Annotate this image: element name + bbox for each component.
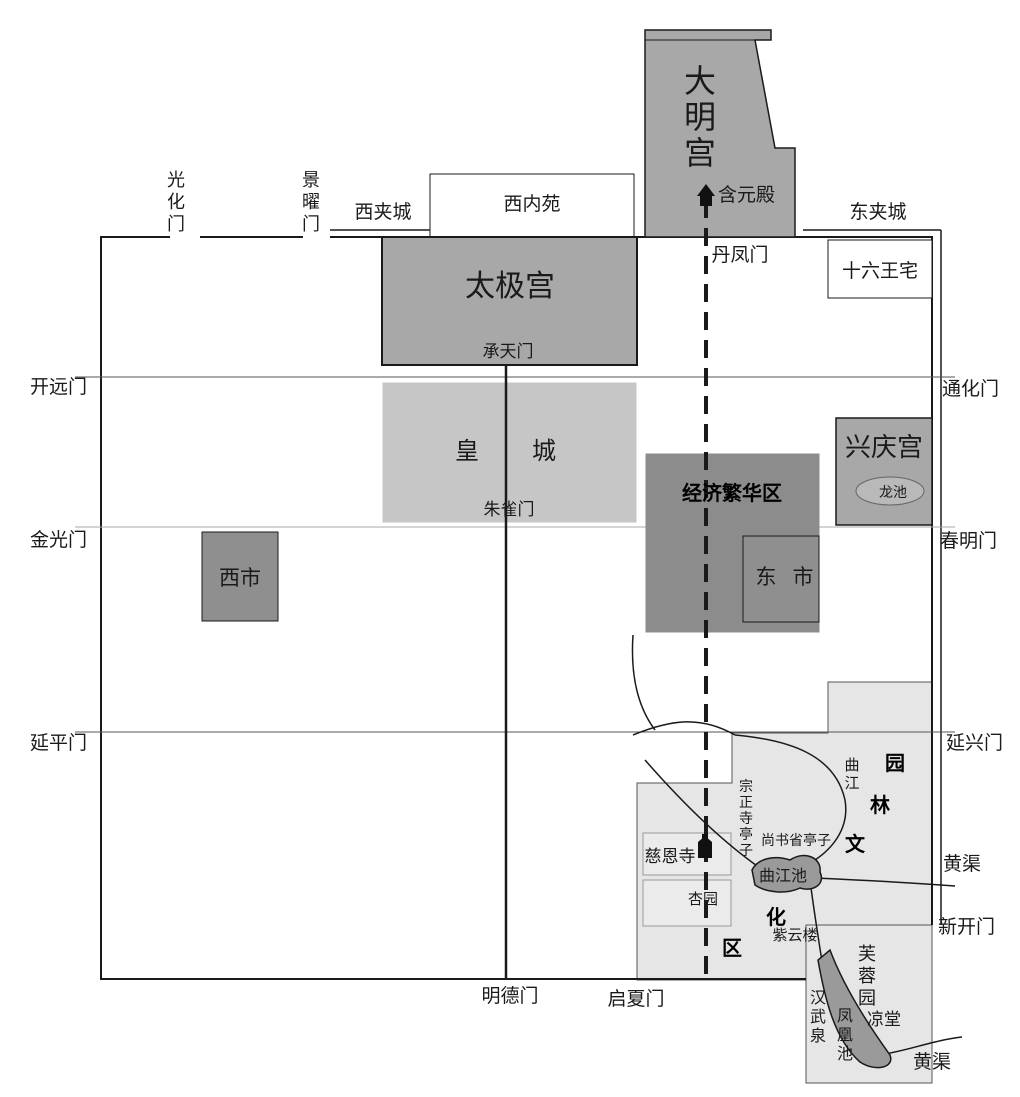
xingyuan-block xyxy=(642,879,732,927)
daming-palace-label-3: 宫 xyxy=(684,134,716,172)
zongzhengsi-label-4: 亭 xyxy=(739,826,753,843)
hanwuquan-label-1: 汉 xyxy=(810,988,826,1007)
fenghuangchi-label-3: 池 xyxy=(837,1044,853,1063)
xineiyuan xyxy=(429,173,635,238)
xingyuan-label: 杏园 xyxy=(688,890,718,908)
jinguangmen-label: 金光门 xyxy=(30,529,87,551)
guanghuamen-label-1: 光 xyxy=(167,170,185,191)
chunmingmen-label: 春明门 xyxy=(940,530,997,552)
zongzhengsi-label-5: 子 xyxy=(739,843,753,859)
jingyaomen-label-1: 景 xyxy=(302,170,320,191)
dongjiacheng-label: 东夹城 xyxy=(849,201,906,223)
longchi-pond xyxy=(855,476,925,506)
liangtang-label: 凉堂 xyxy=(867,1010,901,1030)
hanyuan-hall-label: 含元殿 xyxy=(718,184,775,206)
yanpingmen-label: 延平门 xyxy=(30,732,87,754)
zongzhengsi-label-2: 正 xyxy=(739,795,753,811)
zongzhengsi-label-3: 寺 xyxy=(739,811,753,827)
east-market-label-2: 市 xyxy=(793,565,814,589)
xinkaimen-label: 新开门 xyxy=(938,916,995,938)
longchi-label: 龙池 xyxy=(879,485,907,501)
guanghuamen-label-3: 门 xyxy=(167,214,185,235)
fenghuangchi-label-1: 凤 xyxy=(837,1006,853,1025)
west-market xyxy=(201,531,279,622)
outer-city-wall xyxy=(100,236,806,980)
furongyuan-label-3: 园 xyxy=(858,988,876,1009)
west-market-label: 西市 xyxy=(219,566,261,590)
tonghuamen-label: 通化门 xyxy=(942,378,999,400)
garden-yuan-label: 园 xyxy=(885,751,905,775)
daming-palace xyxy=(644,29,796,238)
jingyaomen-label-2: 曜 xyxy=(302,192,320,213)
hanwuquan-label-3: 泉 xyxy=(810,1026,826,1045)
huangqu-label-south: 黄渠 xyxy=(913,1051,951,1073)
kaiyuanmen-label: 开远门 xyxy=(30,376,87,398)
xingqing-palace xyxy=(835,417,933,526)
xijiacheng-label: 西夹城 xyxy=(354,201,411,223)
east-market-label-1: 东 xyxy=(756,565,777,589)
danfengmen-label: 丹凤门 xyxy=(711,244,768,266)
taiji-palace-label: 太极宫 xyxy=(465,269,555,304)
daming-palace-label-1: 大 xyxy=(684,62,716,100)
canal-line-2 xyxy=(632,721,736,736)
cienshi-label: 慈恩寺 xyxy=(645,847,696,867)
imperial-city xyxy=(382,382,637,523)
garden-lin-label: 林 xyxy=(870,793,890,817)
guanghuamen-label-2: 化 xyxy=(167,192,185,213)
mingdemen-label: 明德门 xyxy=(481,985,538,1007)
econ-zone-label: 经济繁华区 xyxy=(682,481,782,505)
cien-temple-block xyxy=(642,832,732,876)
garden-wen-label: 文 xyxy=(845,832,866,856)
chengtianmen-label: 承天门 xyxy=(483,342,534,362)
shangshusheng-label: 尚书省亭子 xyxy=(761,832,831,849)
ziyunlou-label: 紫云楼 xyxy=(772,926,817,944)
hanyuan-hall-pagoda-icon xyxy=(697,184,715,206)
furongyuan-label-1: 芙 xyxy=(858,944,876,965)
fenghuangchi-label-2: 凰 xyxy=(837,1025,853,1044)
canal-line-1 xyxy=(631,634,656,731)
daming-palace-label-2: 明 xyxy=(684,98,716,136)
qujiang-stream xyxy=(734,734,847,861)
canal-line-3 xyxy=(644,759,761,869)
qujiang-label-1: 曲 xyxy=(844,756,859,774)
huangcheng-label-2: 城 xyxy=(532,437,556,465)
qujiang-pond xyxy=(751,854,823,893)
qujiang-label-2: 江 xyxy=(844,774,859,792)
zongzhengsi-label-1: 宗 xyxy=(739,779,753,795)
furongyuan-label-2: 蓉 xyxy=(858,966,876,987)
taiji-palace xyxy=(381,236,638,366)
sixteen-princes-label: 十六王宅 xyxy=(842,260,918,282)
qixiamen-label: 启夏门 xyxy=(607,988,664,1010)
yanxingmen-label: 延兴门 xyxy=(946,732,1003,754)
garden-hua-label: 化 xyxy=(766,905,786,929)
huangcheng-label-1: 皇 xyxy=(455,437,479,465)
hanwuquan-label-2: 武 xyxy=(810,1007,826,1026)
garden-qu-label: 区 xyxy=(722,936,742,960)
zhuquemen-label: 朱雀门 xyxy=(484,500,535,520)
cien-temple-pagoda-icon xyxy=(698,834,712,858)
sixteen-princes-residence xyxy=(827,239,933,299)
east-market xyxy=(742,535,820,623)
fenghuang-pond xyxy=(817,948,892,1069)
qujiangchi-label: 曲江池 xyxy=(759,866,807,885)
xineiyuan-label: 西内苑 xyxy=(503,193,560,215)
xingqing-palace-label: 兴庆宫 xyxy=(845,433,923,463)
huangqu-label-east: 黄渠 xyxy=(943,853,981,875)
huangqu-canal-east xyxy=(814,877,956,887)
jingyaomen-label-3: 门 xyxy=(302,214,320,235)
